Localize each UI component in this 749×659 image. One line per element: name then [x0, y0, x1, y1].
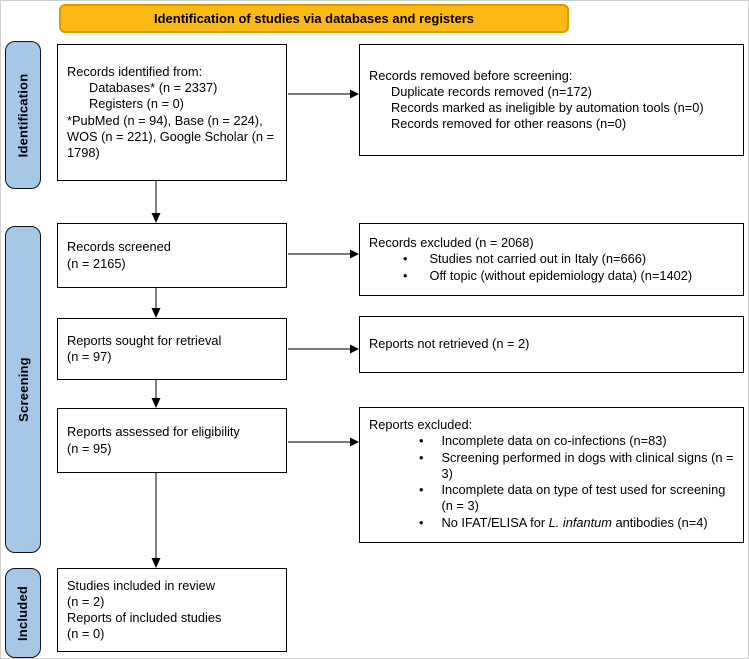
bullet-text: Incomplete data on type of test used for…	[441, 482, 734, 515]
text-segment: antibodies (n=4)	[611, 514, 708, 530]
text-segment: (n = 0)	[67, 626, 105, 642]
text-line: • No IFAT/ELISA for L. infantum antibodie…	[369, 515, 734, 531]
text-segment: Incomplete data on co-infections (n=83)	[441, 433, 667, 449]
box-reports-excluded: Reports excluded:•Incomplete data on co-…	[359, 407, 744, 543]
text-line: Records marked as ineligible by automati…	[369, 100, 734, 116]
text-segment: Records identified from:	[67, 63, 203, 79]
text-line: (n = 97)	[67, 349, 277, 365]
text-line: (n = 2165)	[67, 256, 277, 272]
box-reports-not-retrieved: Reports not retrieved (n = 2)	[359, 316, 744, 373]
text-line: Reports not retrieved (n = 2)	[369, 336, 734, 352]
text-line: • Incomplete data on type of test used fo…	[369, 482, 734, 515]
stage-bar-included: Included	[5, 568, 41, 658]
bullet-icon: •	[419, 514, 424, 530]
text-line: Reports excluded:	[369, 417, 734, 433]
text-line: Reports assessed for eligibility	[67, 424, 277, 440]
box-records-removed: Records removed before screening:Duplica…	[359, 44, 744, 156]
text-line: (n = 2)	[67, 594, 277, 610]
text-line: Reports of included studies	[67, 610, 277, 626]
stage-label-identification: Identification	[15, 73, 31, 157]
text-segment: Reports of included studies	[67, 610, 222, 625]
box-reports-sought: Reports sought for retrieval(n = 97)	[57, 318, 287, 380]
text-segment: Records marked as ineligible by automati…	[391, 100, 704, 115]
arrow-down-screened-to-sought	[151, 288, 161, 318]
text-line: • Off topic (without epidemiology data) (…	[369, 268, 734, 284]
text-segment: Screening performed in dogs with clinica…	[441, 449, 734, 481]
text-line: (n = 95)	[67, 441, 277, 457]
stage-label-included: Included	[15, 585, 31, 641]
text-segment: (n = 2165)	[67, 255, 126, 271]
text-segment: Records removed before screening:	[369, 67, 573, 83]
text-segment: Records excluded (n = 2068)	[369, 235, 534, 251]
text-line: Records screened	[67, 239, 277, 255]
arrow-right-screened-to-excluded	[288, 249, 359, 259]
text-line: Registers (n = 0)	[67, 96, 277, 112]
text-line: • Studies not carried out in Italy (n=666…	[369, 251, 734, 267]
text-segment: Reports excluded:	[369, 417, 473, 432]
text-segment: Studies not carried out in Italy (n=666)	[429, 251, 647, 267]
bullet-icon: •	[403, 267, 408, 283]
box-studies-included: Studies included in review(n = 2)Reports…	[57, 568, 287, 652]
text-line: Databases* (n = 2337)	[67, 80, 277, 96]
text-line: *PubMed (n = 94), Base (n = 224), WOS (n…	[67, 113, 277, 162]
box-reports-assessed: Reports assessed for eligibility(n = 95)	[57, 408, 287, 473]
bullet-icon: •	[419, 449, 424, 465]
box-records-identified: Records identified from:Databases* (n = …	[57, 44, 287, 181]
text-segment: (n = 2)	[67, 593, 105, 609]
arrow-down-eligibility-to-included	[151, 473, 161, 568]
text-line: Records removed for other reasons (n=0)	[369, 116, 734, 132]
text-line: • Screening performed in dogs with clinic…	[369, 450, 734, 483]
text-segment: Reports not retrieved (n = 2)	[369, 336, 530, 352]
text-segment: Records screened	[67, 239, 171, 255]
text-segment: Studies included in review	[67, 577, 215, 593]
text-segment: No IFAT/ELISA for	[441, 514, 549, 530]
stage-label-screening: Screening	[15, 357, 31, 422]
arrow-down-sought-to-eligibility	[151, 380, 161, 408]
text-segment: (n = 97)	[67, 349, 112, 364]
text-segment: Reports assessed for eligibility	[67, 424, 240, 440]
stage-bar-screening: Screening	[5, 226, 41, 553]
stage-bar-identification: Identification	[5, 41, 41, 189]
text-line: Duplicate records removed (n=172)	[369, 84, 734, 100]
text-segment: Registers (n = 0)	[89, 96, 184, 112]
text-segment: Databases* (n = 2337)	[89, 80, 218, 95]
bullet-icon: •	[403, 251, 408, 267]
text-segment: Records removed for other reasons (n=0)	[391, 116, 627, 132]
text-line: (n = 0)	[67, 626, 277, 642]
bullet-icon: •	[419, 433, 424, 449]
bullet-text: Off topic (without epidemiology data) (n…	[429, 268, 692, 284]
text-line: Studies included in review	[67, 578, 277, 594]
bullet-text: No IFAT/ELISA for L. infantum antibodies…	[441, 515, 707, 531]
arrow-right-identified-to-removed	[288, 89, 359, 99]
text-line: Records removed before screening:	[369, 68, 734, 84]
text-line: Records identified from:	[67, 64, 277, 80]
arrow-right-sought-to-not-retrieved	[288, 344, 359, 354]
text-segment: Incomplete data on type of test used for…	[441, 482, 726, 514]
text-segment: *PubMed (n = 94), Base (n = 224), WOS (n…	[67, 112, 274, 161]
bullet-icon: •	[419, 482, 424, 497]
italic-text-segment: L. infantum	[548, 514, 612, 530]
text-segment: Off topic (without epidemiology data) (n…	[429, 267, 693, 283]
bullet-text: Incomplete data on co-infections (n=83)	[441, 433, 666, 449]
text-line: • Incomplete data on co-infections (n=83)	[369, 433, 734, 449]
bullet-text: Screening performed in dogs with clinica…	[441, 450, 734, 483]
text-segment: Reports sought for retrieval	[67, 332, 222, 348]
box-records-excluded: Records excluded (n = 2068)•Studies not …	[359, 223, 744, 296]
text-segment: Duplicate records removed (n=172)	[391, 83, 592, 99]
arrow-down-identified-to-screened	[151, 181, 161, 223]
bullet-text: Studies not carried out in Italy (n=666)	[429, 251, 646, 267]
text-line: Reports sought for retrieval	[67, 333, 277, 349]
text-segment: (n = 95)	[67, 440, 112, 456]
banner-title: Identification of studies via databases …	[59, 4, 569, 33]
text-line: Records excluded (n = 2068)	[369, 235, 734, 251]
arrow-right-eligibility-to-excluded	[288, 437, 359, 447]
box-records-screened: Records screened(n = 2165)	[57, 223, 287, 288]
